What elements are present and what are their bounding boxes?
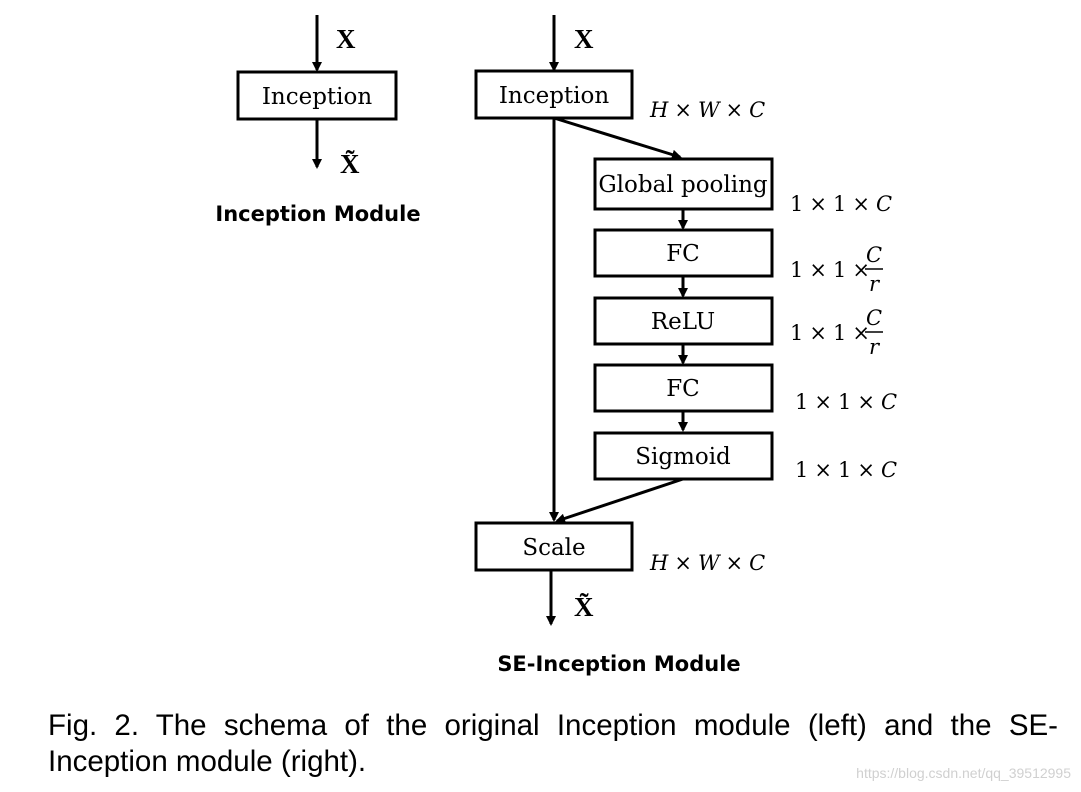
figure-caption: Fig. 2. The schema of the original Incep… (48, 709, 1058, 778)
sigmoid-to-scale-arrow (555, 477, 684, 524)
fc1-block (593, 228, 774, 278)
global-pooling-label: Global pooling (598, 172, 768, 198)
fc1-label: FC (666, 241, 700, 267)
scale-label: Scale (522, 535, 585, 561)
scale-block (474, 521, 634, 572)
left-module-title: Inception Module (215, 202, 420, 226)
right-input-symbol: X (574, 24, 594, 54)
left-output-symbol: X̃ (340, 149, 360, 179)
fc1-dim: 1×1× C r (790, 243, 883, 296)
relu-label: ReLU (651, 309, 715, 335)
svg-text:r: r (869, 272, 881, 296)
global-pooling-block (593, 157, 774, 211)
branch-arrow (553, 116, 682, 160)
diagram: X Inception X̃ Inception Module X Incept… (215, 15, 897, 676)
se-inception-label: Inception (499, 83, 610, 109)
left-inception-label: Inception (262, 84, 373, 110)
se-inception-block (474, 69, 634, 120)
svg-text:C: C (866, 243, 882, 267)
right-output-symbol: X̃ (574, 592, 594, 622)
inception-module: X Inception X̃ Inception Module (215, 15, 421, 226)
sigmoid-block (593, 431, 774, 481)
se-inception-dim: H×W×C (649, 98, 765, 122)
left-inception-block (236, 70, 398, 121)
sigmoid-dim: 1×1×C (795, 458, 897, 482)
relu-dim: 1×1× C r (790, 306, 883, 359)
relu-block (593, 296, 774, 346)
scale-dim: H×W×C (649, 551, 765, 575)
se-inception-module: X Inception H×W×C Global pooling 1×1×C F… (474, 15, 897, 676)
svg-text:1×1×: 1×1× (790, 258, 870, 282)
fc2-label: FC (666, 376, 700, 402)
global-pooling-dim: 1×1×C (790, 192, 892, 216)
svg-text:1×1×: 1×1× (790, 321, 870, 345)
fc2-dim: 1×1×C (795, 390, 897, 414)
watermark: https://blog.csdn.net/qq_39512995 (856, 765, 1071, 781)
sigmoid-label: Sigmoid (635, 444, 731, 470)
left-input-symbol: X (336, 24, 356, 54)
svg-text:r: r (869, 335, 881, 359)
right-module-title: SE-Inception Module (497, 652, 740, 676)
svg-text:C: C (866, 306, 882, 330)
